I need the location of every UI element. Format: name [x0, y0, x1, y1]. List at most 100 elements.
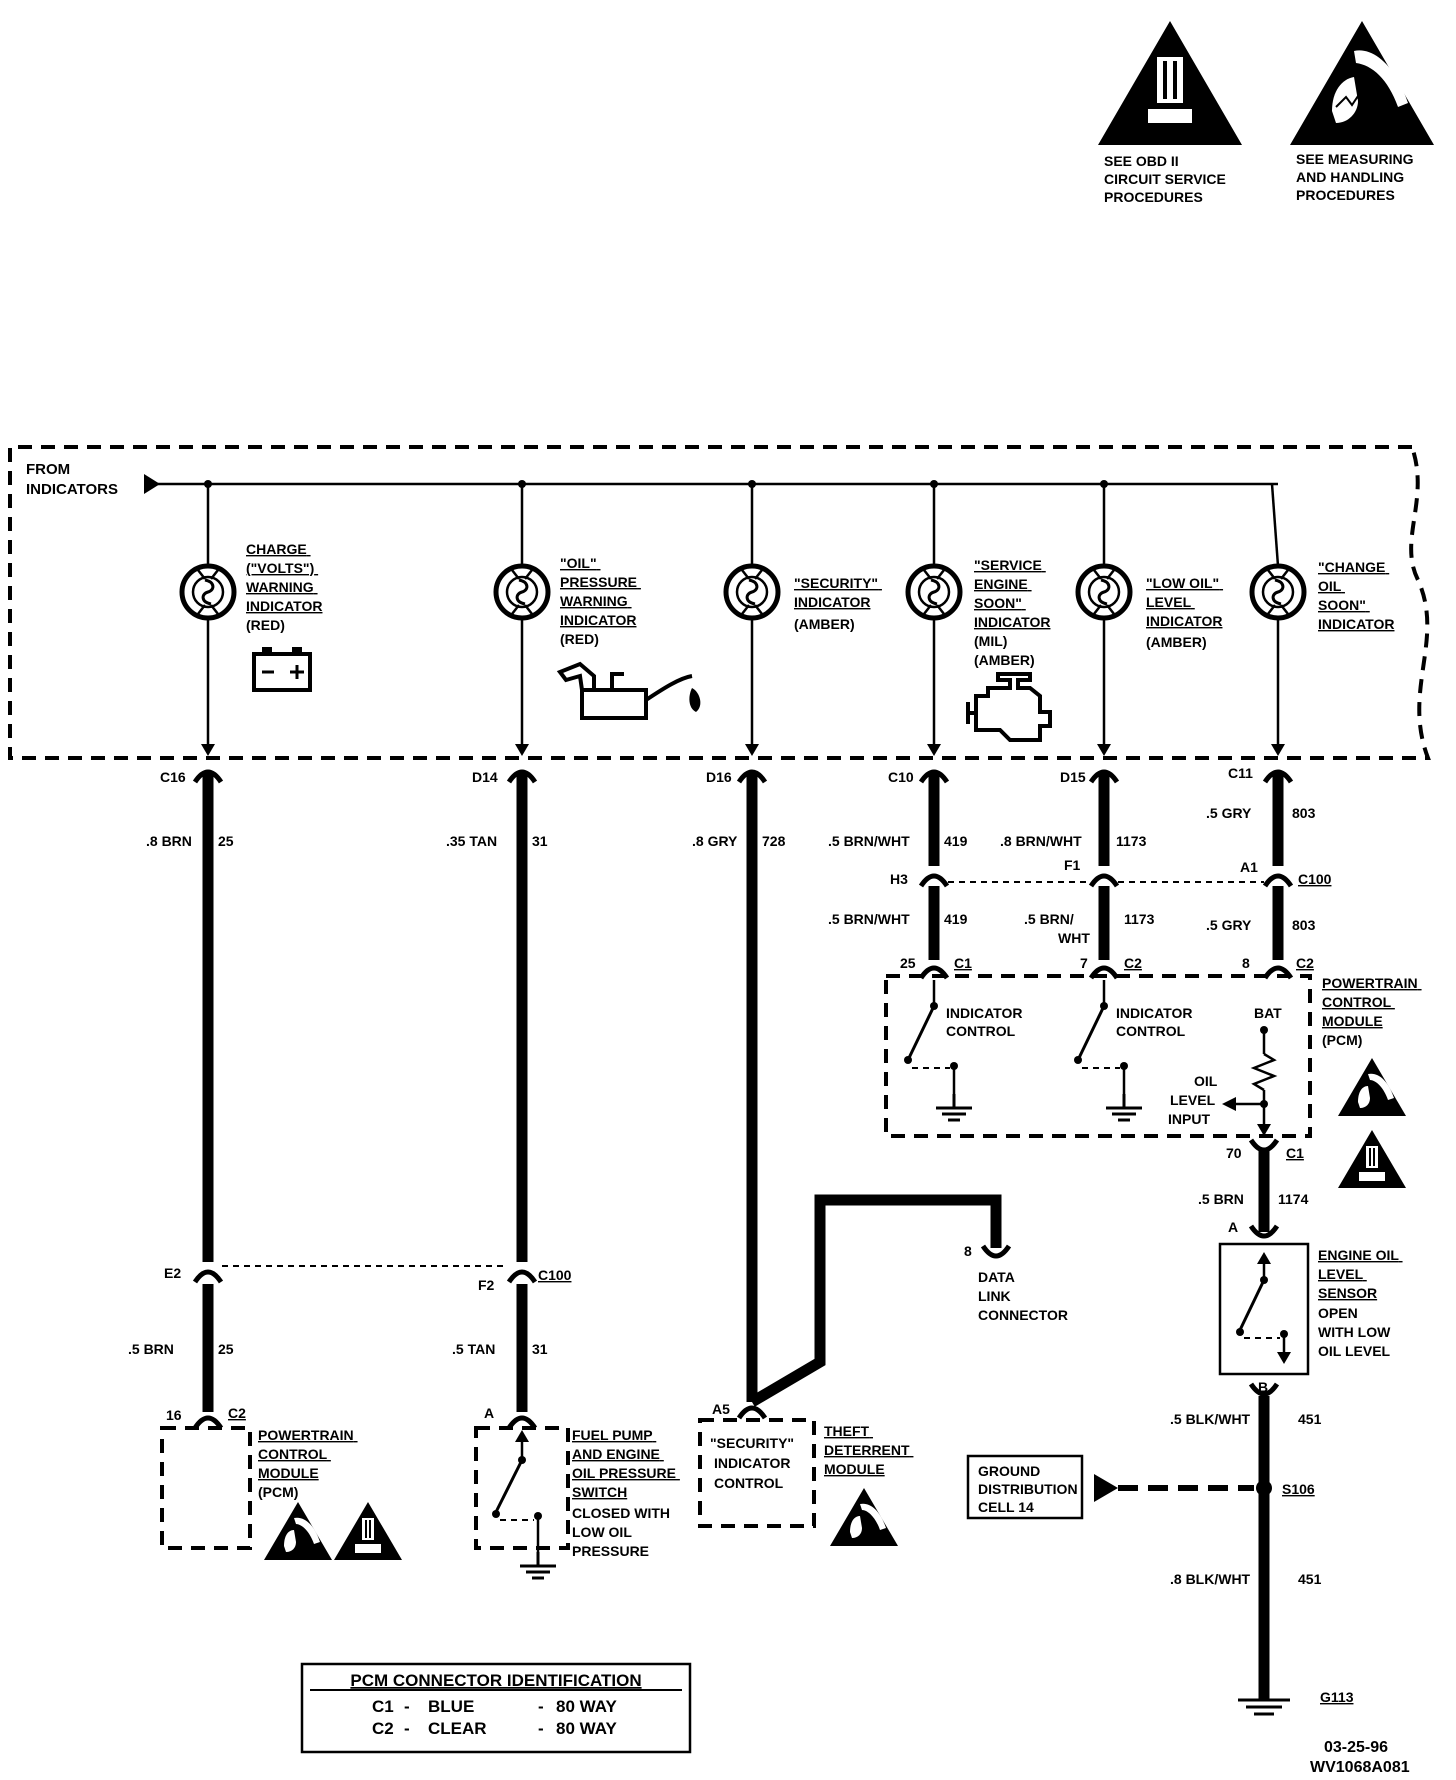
pcm-id-row-1: C1 - BLUE - 80 WAY [372, 1697, 617, 1716]
c100-bottom-label: C100 [538, 1267, 572, 1283]
esd-warning-icon-pcm-right [1338, 1058, 1406, 1116]
pcm-id-table [300, 1662, 692, 1754]
pcm-pin-8-conn: C2 [1296, 955, 1314, 971]
label-low-oil-color: (AMBER) [1146, 634, 1207, 650]
oil-switch-desc: CLOSED WITH LOW OIL PRESSURE [572, 1505, 674, 1559]
footer-date: 03-25-96 [1324, 1739, 1388, 1756]
indicator-columns [182, 480, 1304, 744]
svg-text:C1: C1 [372, 1697, 394, 1716]
wire-label-31: .35 TAN [446, 833, 497, 849]
pcm-left-title: POWERTRAIN CONTROL MODULE [258, 1427, 358, 1481]
oil-switch-pin-a: A [484, 1405, 494, 1421]
wire-label-1173: .8 BRN/WHT [1000, 833, 1082, 849]
c100-bottom-connector [195, 1265, 535, 1282]
label-low-oil: "LOW OIL" LEVEL INDICATOR [1146, 575, 1223, 629]
conn-c16: C16 [160, 769, 186, 785]
obd-warning-icon-pcm-right [1337, 1129, 1407, 1189]
ground-distribution-arrow [1094, 1474, 1272, 1502]
wire-label-1173-lower: .5 BRN/ [1024, 911, 1074, 927]
pcm-pin-7: 7 [1080, 955, 1088, 971]
ground-g113-icon [1238, 1698, 1290, 1716]
wire-label-31-lower: .5 TAN [452, 1341, 495, 1357]
pcm-right-title-abbr: (PCM) [1322, 1032, 1362, 1048]
wire-label-803: .5 GRY [1206, 805, 1252, 821]
label-charge-color: (RED) [246, 617, 285, 633]
conn-d15: D15 [1060, 769, 1086, 785]
circuit-1174: 1174 [1278, 1191, 1309, 1207]
pcm-indicator-switch-1 [904, 980, 974, 1122]
pcm-oil-level-input-label: OIL LEVEL INPUT [1168, 1073, 1221, 1127]
oil-pressure-switch-symbol [492, 1430, 558, 1580]
wire-label-451-lower: .8 BLK/WHT [1170, 1571, 1251, 1587]
theft-module-box [698, 1418, 816, 1528]
conn-c11: C11 [1228, 765, 1253, 781]
pcm-bat-label: BAT [1254, 1005, 1282, 1021]
circuit-728: 728 [762, 833, 786, 849]
svg-text:BLUE: BLUE [428, 1697, 474, 1716]
sensor-pin-a: A [1228, 1219, 1238, 1235]
wire-label-25: .8 BRN [146, 833, 192, 849]
oil-can-icon [556, 661, 701, 720]
ground-g113: G113 [1320, 1689, 1354, 1705]
label-security-color: (AMBER) [794, 616, 855, 632]
connector-arrows [201, 744, 1285, 756]
obd-caption: SEE OBD II CIRCUIT SERVICE PROCEDURES [1104, 153, 1230, 205]
wire-label-728: .8 GRY [692, 833, 738, 849]
ground-distribution-box [966, 1454, 1084, 1520]
esd-warning-icon [1289, 20, 1435, 146]
pcm-pin-25: 25 [900, 955, 916, 971]
wire-label-451-upper: .5 BLK/WHT [1170, 1411, 1251, 1427]
c100-top-connector [921, 876, 1291, 886]
svg-text:-: - [538, 1697, 544, 1716]
circuit-803: 803 [1292, 805, 1316, 821]
c100-pin-h3: H3 [890, 871, 908, 887]
c100-pin-f1: F1 [1064, 857, 1081, 873]
ground-distribution-label: GROUND DISTRIBUTION CELL 14 [978, 1463, 1081, 1515]
bulb-oil-pressure [496, 480, 548, 744]
oil-level-sensor-switch [1236, 1252, 1291, 1364]
conn-d16: D16 [706, 769, 732, 785]
cluster-connectors [195, 772, 1291, 782]
wire-label-419-lower: .5 BRN/WHT [828, 911, 910, 927]
bulb-charge [182, 480, 234, 744]
pcm-oil-input-circuit [1222, 1026, 1278, 1136]
svg-text:-: - [404, 1697, 410, 1716]
circuit-1173: 1173 [1116, 833, 1147, 849]
wire-label-1174: .5 BRN [1198, 1191, 1244, 1207]
pcm-id-row-2: C2 - CLEAR - 80 WAY [372, 1719, 617, 1738]
oil-switch-title: FUEL PUMP AND ENGINE OIL PRESSURE SWITCH [572, 1427, 680, 1500]
pcm-pin-16: 16 [166, 1407, 182, 1423]
theft-connector [739, 1408, 765, 1418]
pcm-pin-8: 8 [1242, 955, 1250, 971]
label-oil-pressure: "OIL" PRESSURE WARNING INDICATOR [560, 555, 641, 628]
wires [202, 772, 1284, 1700]
c100-pin-f2: F2 [478, 1277, 495, 1293]
circuit-25: 25 [218, 833, 234, 849]
bulb-change-oil [1252, 482, 1304, 744]
wire-label-419: .5 BRN/WHT [828, 833, 910, 849]
c100-pin-e2: E2 [164, 1265, 181, 1281]
pcm-control-label-2: INDICATOR CONTROL [1116, 1005, 1196, 1039]
svg-text:CLEAR: CLEAR [428, 1719, 487, 1738]
pcm-right-title: POWERTRAIN CONTROL MODULE [1322, 975, 1422, 1029]
svg-text:-: - [538, 1719, 544, 1738]
label-change-oil: "CHANGE OIL SOON" INDICATOR [1318, 559, 1394, 632]
engine-icon [966, 672, 1052, 742]
obd-warning-icon: OBDII [1096, 19, 1244, 147]
from-indicators-arrow-icon [144, 474, 160, 494]
dlc-pin-8: 8 [964, 1243, 972, 1259]
obd-warning-icon-pcm-left [333, 1501, 403, 1561]
label-charge: CHARGE ("VOLTS") WARNING INDICATOR [246, 541, 322, 614]
c100-pin-a1: A1 [1240, 859, 1258, 875]
sensor-title: ENGINE OIL LEVEL SENSOR [1318, 1247, 1403, 1301]
pcm-pin-25-conn: C1 [954, 955, 972, 971]
splice-s106: S106 [1282, 1481, 1315, 1497]
circuit-25-lower: 25 [218, 1341, 234, 1357]
sensor-pin-b: B [1258, 1379, 1268, 1395]
cluster-boundary [8, 445, 1431, 760]
conn-c10: C10 [888, 769, 914, 785]
svg-text:-: - [404, 1719, 410, 1738]
theft-control-label: "SECURITY" INDICATOR CONTROL [710, 1435, 798, 1491]
pcm-pin-70: 70 [1226, 1145, 1242, 1161]
